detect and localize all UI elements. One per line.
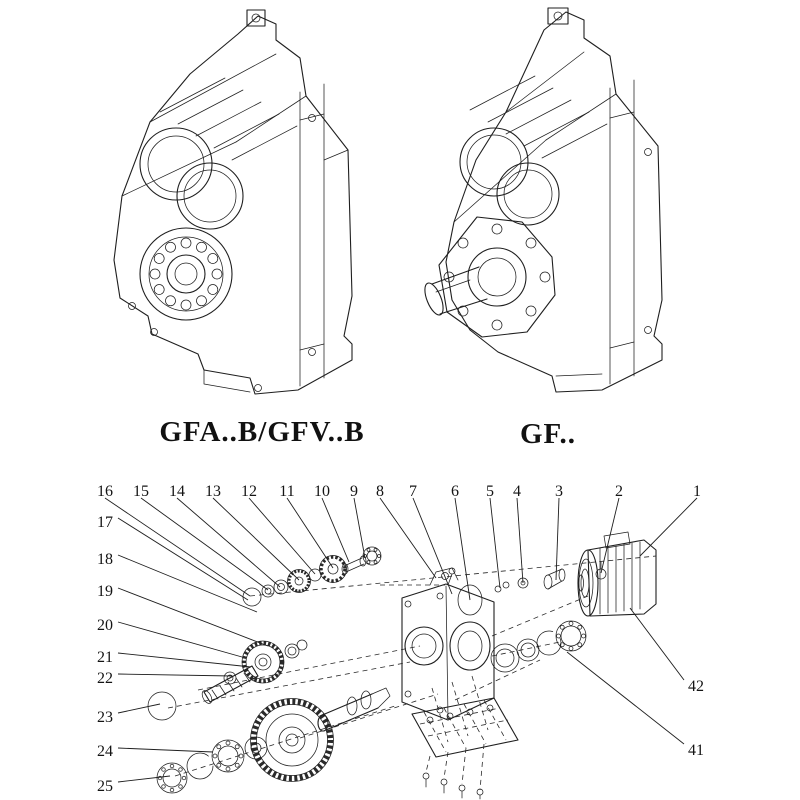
assembly-axes xyxy=(167,555,657,791)
leader-lines xyxy=(104,497,698,783)
callout-22: 22 xyxy=(97,670,113,687)
gearbox-left-drawing xyxy=(113,9,353,395)
gasket-ring xyxy=(457,584,483,616)
callout-21: 21 xyxy=(97,649,113,666)
callout-3: 3 xyxy=(555,483,563,500)
callout-4: 4 xyxy=(513,483,521,500)
callout-5: 5 xyxy=(486,483,494,500)
callout-14: 14 xyxy=(169,483,185,500)
callout-24: 24 xyxy=(97,743,113,760)
callout-9: 9 xyxy=(350,483,358,500)
gearbox-right-drawing xyxy=(424,7,663,393)
callout-1: 1 xyxy=(693,483,701,500)
callout-17: 17 xyxy=(97,514,113,531)
intermediate-gear-parts xyxy=(147,639,308,721)
callout-42: 42 xyxy=(688,678,704,695)
callout-numbers: 16 15 14 13 12 11 10 9 8 7 6 5 4 3 2 1 1… xyxy=(97,483,704,795)
bearing-seal-stack xyxy=(490,568,587,673)
callout-25: 25 xyxy=(97,778,113,795)
callout-20: 20 xyxy=(97,617,113,634)
callout-7: 7 xyxy=(409,483,417,500)
callout-16: 16 xyxy=(97,483,113,500)
callout-41: 41 xyxy=(688,742,704,759)
callout-18: 18 xyxy=(97,551,113,568)
callout-23: 23 xyxy=(97,709,113,726)
output-gear-parts xyxy=(156,687,391,794)
exploded-view xyxy=(147,531,657,800)
model-caption-right: GF.. xyxy=(519,418,577,450)
input-shaft-parts xyxy=(242,546,382,607)
callout-8: 8 xyxy=(376,483,384,500)
callout-11: 11 xyxy=(279,483,294,500)
callout-2: 2 xyxy=(615,483,623,500)
callout-10: 10 xyxy=(314,483,330,500)
gear-housing xyxy=(401,567,495,721)
callout-6: 6 xyxy=(451,483,459,500)
callout-12: 12 xyxy=(241,483,257,500)
model-caption-left: GFA..B/GFV..B xyxy=(159,416,365,448)
callout-13: 13 xyxy=(205,483,221,500)
callout-15: 15 xyxy=(133,483,149,500)
callout-19: 19 xyxy=(97,583,113,600)
base-plate xyxy=(411,697,519,800)
motor xyxy=(577,531,657,617)
